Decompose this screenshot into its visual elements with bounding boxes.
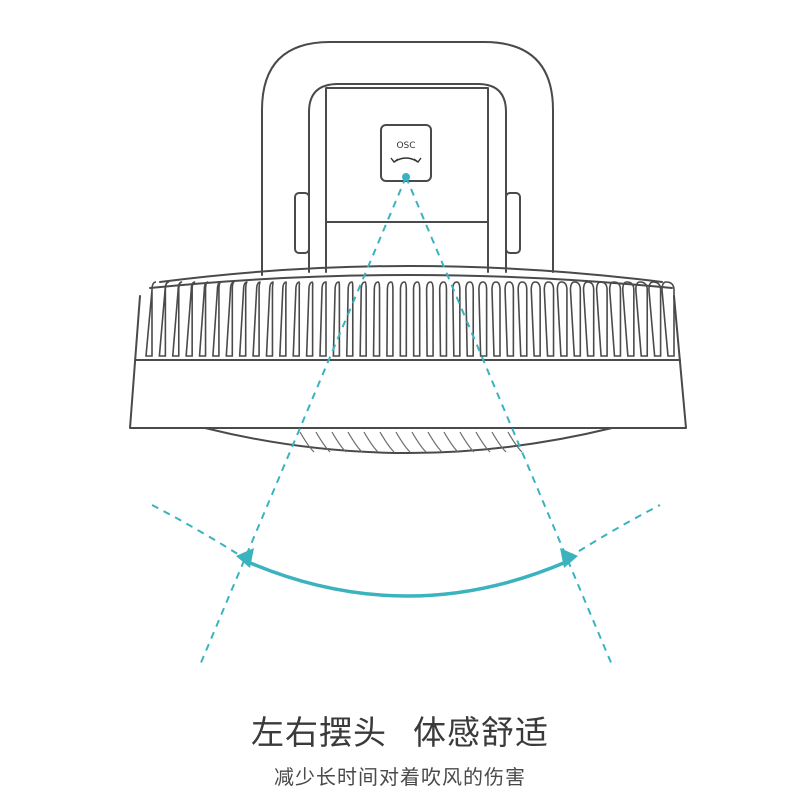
grille-bar (332, 281, 341, 357)
right-knob (505, 192, 521, 254)
osc-label: OSC (396, 141, 415, 151)
grille-bar (478, 281, 488, 357)
grille-bar (621, 281, 635, 357)
right-arrowhead (560, 548, 578, 568)
grille-bar (517, 281, 528, 357)
grille-bar (569, 281, 582, 357)
grille-bar (198, 281, 209, 357)
blade-line (443, 431, 459, 453)
grille-bar (386, 281, 394, 357)
grille-bar (252, 281, 261, 357)
headline-left: 左右摆头 (251, 713, 387, 752)
blade-line (299, 431, 315, 453)
left-arrowhead (236, 548, 254, 568)
blade-line (347, 431, 363, 453)
grille-bar (279, 281, 288, 357)
grille-bar (372, 281, 381, 357)
headline: 左右摆头体感舒适 (0, 706, 800, 754)
blade-line (427, 431, 443, 453)
blade-line (363, 431, 379, 453)
grille-bar (648, 281, 662, 357)
grille-bar (359, 281, 367, 357)
blade-line (491, 431, 507, 453)
osc-button (380, 124, 432, 182)
grille-bar (238, 281, 248, 357)
grille-bar (543, 281, 555, 357)
left-arc-extension (151, 504, 245, 559)
grille-bar (438, 281, 448, 357)
grille-bar (582, 281, 595, 357)
blade-line (475, 431, 491, 453)
grille-bar (145, 281, 157, 357)
grille-bar (212, 281, 222, 357)
grille-bar (595, 281, 608, 357)
control-housing (325, 87, 489, 273)
right-guide-line (405, 176, 613, 666)
oscillation-guides (151, 176, 661, 666)
grille-bar (504, 281, 515, 357)
grille-bar (425, 281, 434, 357)
grille-bar (661, 281, 675, 357)
grille-bar (530, 281, 541, 357)
blade-line (507, 431, 523, 453)
fan-top-rim (159, 265, 663, 283)
left-knob (294, 192, 310, 254)
fan-grille (145, 281, 675, 357)
fan-handle-inner (308, 83, 507, 273)
grille-bar (399, 281, 408, 357)
blade-line (379, 431, 395, 453)
left-guide-line (199, 176, 407, 666)
grille-bar (225, 281, 235, 357)
fan-blades (299, 431, 523, 453)
blade-line (315, 431, 331, 453)
grille-bar (465, 281, 475, 357)
blade-line (411, 431, 427, 453)
blade-line (331, 431, 347, 453)
fan-body (129, 295, 687, 429)
grille-bar (491, 281, 501, 357)
fan-handle (261, 41, 554, 276)
right-arc-extension (567, 504, 661, 559)
blade-line (395, 431, 411, 453)
grille-bar (265, 281, 275, 357)
oscillate-arrows-icon (390, 157, 422, 163)
grille-bar (635, 281, 649, 357)
grille-bar (451, 281, 461, 357)
grille-bar (185, 281, 196, 357)
grille-bar (608, 281, 622, 357)
swing-arc (247, 560, 567, 598)
grille-bar (305, 281, 314, 357)
grille-bar (158, 281, 170, 357)
grille-bar (412, 281, 421, 357)
grille-bar (292, 281, 301, 357)
headline-right: 体感舒适 (413, 713, 549, 752)
grille-bar (345, 281, 354, 357)
grille-bar (171, 281, 183, 357)
fan-underside (204, 427, 613, 454)
grille-bar (319, 281, 327, 357)
grille-bar (556, 281, 568, 357)
blade-line (459, 431, 475, 453)
subheadline: 减少长时间对着吹风的伤害 (274, 765, 526, 789)
